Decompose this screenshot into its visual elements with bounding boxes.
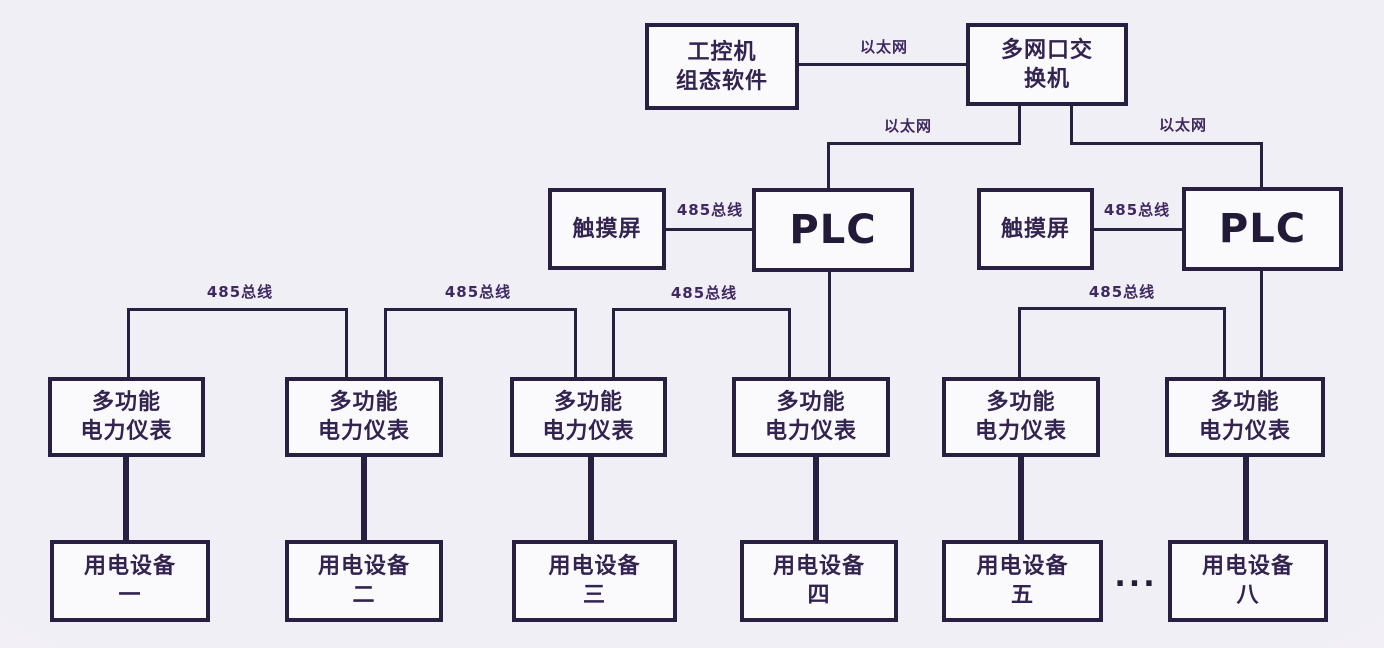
connector-plc-left-to-meter4 (828, 270, 831, 378)
meter-8-line2: 电力仪表 (1198, 419, 1291, 444)
node-hmi-left: 触摸屏 (548, 188, 666, 270)
connector-meter8-device8 (1243, 455, 1249, 542)
meter-4-line1: 多功能 (776, 390, 846, 415)
connector-bus-m1-stub (127, 308, 130, 378)
node-hmi-right: 触摸屏 (977, 188, 1094, 270)
connector-bus-m8-stub (1223, 307, 1226, 378)
device-3-line1: 用电设备 (548, 554, 641, 579)
meter-3-line2: 电力仪表 (542, 419, 635, 444)
device-2-line1: 用电设备 (317, 554, 410, 579)
edge-label-ethernet-top: 以太网 (859, 38, 909, 56)
connector-ethernet-right (1071, 142, 1263, 145)
node-plc-right: PLC (1182, 187, 1343, 271)
edge-label-485-bus-right: 485总线 (1088, 283, 1156, 301)
connector-to-plc-left (827, 142, 830, 190)
switch-label-line2: 换机 (1023, 66, 1070, 92)
ipc-label-line2: 组态软件 (675, 68, 768, 94)
connector-plc-right-to-meter8 (1260, 269, 1263, 378)
connector-bus-m5-stub (1018, 307, 1021, 378)
connector-meter1-device1 (123, 455, 129, 542)
node-device-1: 用电设备 一 (50, 540, 210, 622)
meter-2-line2: 电力仪表 (317, 419, 410, 444)
ipc-label-line1: 工控机 (687, 39, 757, 65)
connector-bus-m3-m4 (612, 308, 791, 311)
meter-5-line2: 电力仪表 (974, 419, 1067, 444)
plc-left-label: PLC (789, 207, 877, 253)
connector-bus-m5-m8 (1018, 307, 1226, 310)
connector-switch-drop-right (1070, 103, 1073, 145)
edge-label-485-bus-1: 485总线 (206, 283, 274, 301)
edge-label-ethernet-left: 以太网 (883, 117, 933, 135)
hmi-left-label: 触摸屏 (572, 216, 642, 242)
connector-hmi-plc-left (666, 228, 754, 231)
node-ipc: 工控机 组态软件 (645, 23, 799, 110)
connector-to-plc-right (1260, 142, 1263, 189)
plc-right-label: PLC (1218, 206, 1307, 252)
connector-bus-m2-stub2 (384, 308, 387, 378)
meter-5-line1: 多功能 (986, 390, 1056, 415)
connector-ethernet-left (827, 142, 1021, 145)
node-device-3: 用电设备 三 (512, 540, 677, 622)
edge-label-485-hmi-right: 485总线 (1103, 201, 1171, 219)
meter-2-line1: 多功能 (329, 390, 399, 415)
connector-meter5-device5 (1018, 455, 1024, 542)
meter-1-line2: 电力仪表 (80, 419, 173, 444)
switch-label-line1: 多网口交 (1000, 37, 1093, 63)
node-device-8: 用电设备 八 (1168, 540, 1328, 622)
connector-meter4-device4 (813, 455, 819, 542)
device-5-line2: 五 (1010, 583, 1034, 608)
connector-bus-m4-stub (788, 308, 791, 378)
node-device-5: 用电设备 五 (942, 540, 1103, 622)
hmi-right-label: 触摸屏 (1000, 216, 1070, 242)
node-device-4: 用电设备 四 (740, 540, 898, 622)
edge-label-485-hmi-left: 485总线 (676, 201, 744, 219)
meter-4-line2: 电力仪表 (764, 419, 857, 444)
connector-bus-m3-stub (574, 308, 577, 378)
connector-meter3-device3 (588, 455, 594, 542)
device-2-line2: 二 (352, 583, 376, 608)
device-3-line2: 三 (582, 583, 606, 608)
connector-bus-m2-stub (345, 308, 348, 378)
node-device-2: 用电设备 二 (285, 540, 443, 622)
node-meter-4: 多功能 电力仪表 (732, 377, 890, 457)
meter-3-line1: 多功能 (553, 390, 623, 415)
device-4-line1: 用电设备 (772, 554, 865, 579)
meter-1-line1: 多功能 (91, 390, 161, 415)
edge-label-ethernet-right: 以太网 (1158, 116, 1208, 134)
ellipsis-dots: ... (1114, 559, 1158, 594)
device-4-line2: 四 (807, 583, 831, 608)
node-meter-8: 多功能 电力仪表 (1165, 377, 1325, 457)
device-1-line2: 一 (118, 583, 142, 608)
node-meter-3: 多功能 电力仪表 (510, 377, 667, 457)
device-1-line1: 用电设备 (83, 554, 176, 579)
device-5-line1: 用电设备 (976, 554, 1069, 579)
connector-bus-m1-m2 (127, 308, 348, 311)
node-meter-2: 多功能 电力仪表 (285, 377, 443, 457)
edge-label-485-bus-3: 485总线 (670, 284, 738, 302)
meter-8-line1: 多功能 (1210, 390, 1280, 415)
node-meter-5: 多功能 电力仪表 (942, 377, 1100, 457)
connector-switch-drop-left (1018, 103, 1021, 145)
connector-hmi-plc-right (1094, 228, 1182, 231)
connector-bus-m2-m3 (384, 308, 577, 311)
node-plc-left: PLC (752, 188, 914, 272)
device-8-line1: 用电设备 (1201, 554, 1294, 579)
node-switch: 多网口交 换机 (966, 23, 1128, 106)
node-meter-1: 多功能 电力仪表 (48, 377, 205, 457)
device-8-line2: 八 (1236, 583, 1260, 608)
edge-label-485-bus-2: 485总线 (444, 283, 512, 301)
connector-ipc-switch (799, 63, 966, 66)
connector-meter2-device2 (361, 455, 367, 542)
connector-bus-m3-stub2 (612, 308, 615, 378)
